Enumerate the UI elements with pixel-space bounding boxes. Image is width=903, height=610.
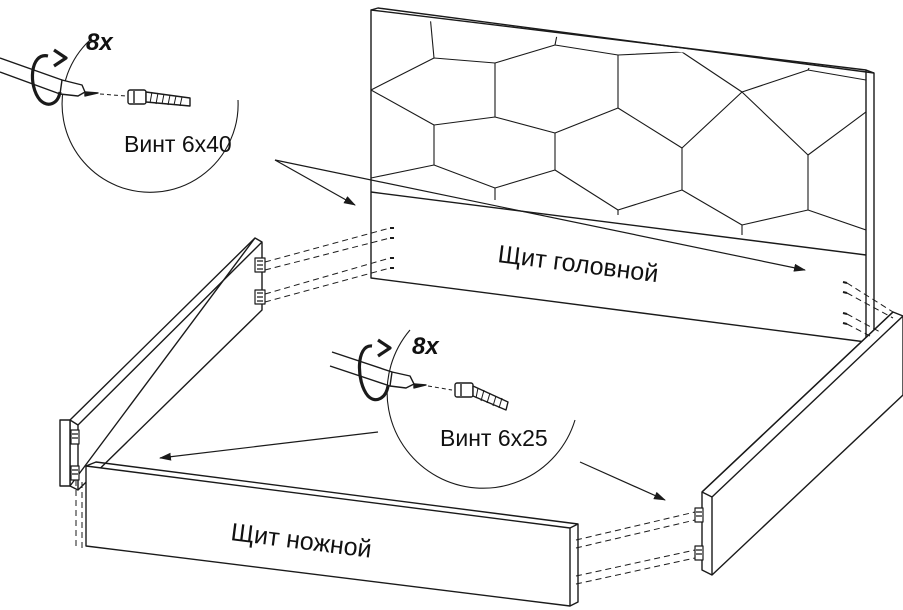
screw-icon	[127, 89, 191, 107]
screw-icon	[454, 382, 509, 411]
left-rail-end	[59, 419, 71, 487]
right-side-rail	[701, 311, 903, 576]
left-side-rail	[69, 237, 263, 491]
hex-pattern	[371, 14, 866, 235]
screw-label-top: Винт 6x40	[124, 131, 232, 157]
screw-label-middle: Винт 6x25	[440, 425, 548, 451]
screwdriver-icon	[0, 57, 127, 97]
alignment-lines	[75, 227, 894, 585]
quantity-label-top: 8x	[86, 29, 114, 56]
headboard-holes	[390, 227, 848, 325]
rotation-arrow-icon	[357, 338, 392, 402]
rotation-arrow-icon	[30, 48, 68, 106]
callout-circle-middle	[386, 329, 576, 489]
callout-circle-top	[61, 39, 239, 193]
quantity-label-middle: 8x	[412, 333, 440, 360]
headboard-panel	[370, 7, 875, 343]
direction-arrows	[159, 159, 806, 501]
bracket-icon	[70, 257, 704, 561]
footboard-panel	[85, 461, 579, 607]
screwdriver-icon	[329, 351, 453, 391]
